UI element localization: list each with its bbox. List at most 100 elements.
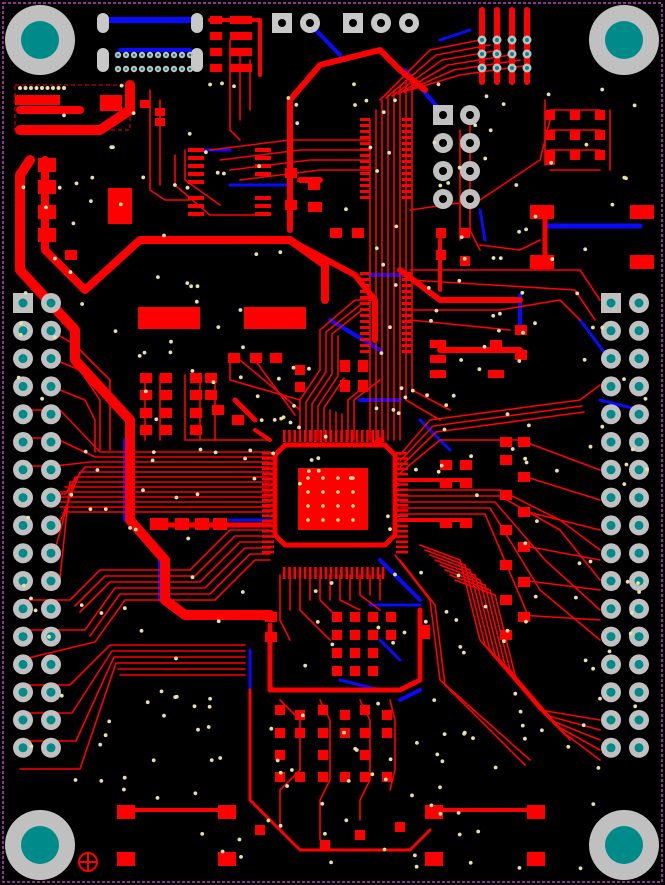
header-pin-drill (18, 520, 28, 530)
via (630, 447, 635, 452)
via (162, 713, 166, 718)
via (22, 583, 26, 588)
via (376, 625, 381, 630)
via (524, 460, 529, 465)
qfp-pin-right (396, 478, 408, 481)
via (393, 572, 397, 577)
usb-pin-drill (116, 67, 120, 71)
qfp-pin-top (329, 430, 333, 442)
via (122, 775, 127, 780)
via (220, 81, 224, 86)
via (456, 810, 461, 815)
header-pin-drill (606, 632, 616, 642)
via (290, 768, 294, 772)
via (374, 246, 379, 251)
header-pin-drill (634, 715, 644, 725)
pad-dot (45, 86, 50, 90)
via (645, 467, 649, 472)
connector-pin-drill (480, 66, 484, 70)
via (370, 772, 375, 777)
thermal-via (336, 504, 340, 508)
via (285, 784, 289, 788)
tssop-pad (360, 278, 370, 281)
pad-dot (29, 86, 33, 90)
connector-pin-drill (510, 52, 514, 56)
via (145, 700, 150, 705)
header-pin-drill (634, 409, 644, 419)
keepout-outline (14, 84, 131, 131)
pad-dot (56, 86, 61, 90)
via (168, 350, 173, 355)
qfp-pin-bottom (309, 567, 312, 579)
via (535, 519, 539, 523)
via (473, 123, 478, 128)
via (391, 640, 395, 645)
via (47, 634, 51, 639)
header-pin-drill (46, 743, 56, 753)
connector-pin-drill (480, 52, 484, 56)
header-pin-drill (606, 520, 616, 530)
via (379, 351, 384, 355)
top-right-header (477, 35, 532, 73)
via (457, 278, 462, 283)
tssop-pad (360, 172, 370, 175)
header-pin-drill (46, 354, 56, 364)
header-pin-drill (46, 326, 56, 336)
qfp-pin-top (345, 430, 348, 442)
qfp-pin-top (340, 430, 343, 442)
via (119, 83, 124, 88)
via (457, 165, 462, 170)
header-pin-drill (46, 687, 56, 697)
tssop-pad (360, 308, 370, 311)
jtag-pin-drill (466, 139, 474, 147)
via (410, 388, 415, 393)
via (73, 778, 78, 782)
via (295, 121, 300, 126)
mounting-holes (5, 5, 659, 880)
header-pin-drill (606, 576, 616, 586)
header-pin-drill (18, 381, 28, 391)
via (375, 169, 379, 173)
qfp-pin-bottom (350, 567, 354, 579)
via (600, 325, 605, 330)
qfp-pin-right (396, 540, 408, 543)
usb-pin-drill (188, 67, 192, 71)
via (292, 404, 296, 408)
qfp-pin-top (309, 430, 312, 442)
via (271, 451, 276, 456)
header-pin-drill (634, 659, 644, 669)
via (298, 481, 302, 486)
tssop-pad (402, 190, 412, 193)
qfp-pin-left (262, 550, 274, 554)
qfp-pin-top (366, 430, 369, 442)
via (517, 866, 522, 870)
header-pin-drill (46, 659, 56, 669)
via (435, 752, 440, 757)
header-pin-drill (18, 743, 28, 753)
thermal-via (321, 518, 325, 522)
via (174, 656, 178, 661)
via (323, 831, 327, 836)
smd-pads (15, 16, 654, 866)
via (346, 779, 351, 783)
usb-pin-drill (132, 67, 136, 71)
tssop-pad (360, 332, 370, 335)
header-pin-drill (634, 326, 644, 336)
via (425, 393, 429, 398)
via (137, 354, 142, 358)
via (144, 389, 148, 394)
connector-pin-drill (495, 38, 499, 42)
via (29, 596, 33, 601)
tssop-pad (402, 154, 412, 157)
via (440, 759, 445, 764)
usb-pin-drill (148, 67, 152, 71)
via (633, 704, 638, 709)
qfp-pin-right (396, 535, 408, 538)
qfp-pin-top (350, 430, 354, 442)
header-pin-drill (606, 326, 616, 336)
via (622, 175, 627, 180)
thermal-via (336, 518, 340, 522)
via (402, 630, 407, 635)
via (510, 447, 515, 451)
